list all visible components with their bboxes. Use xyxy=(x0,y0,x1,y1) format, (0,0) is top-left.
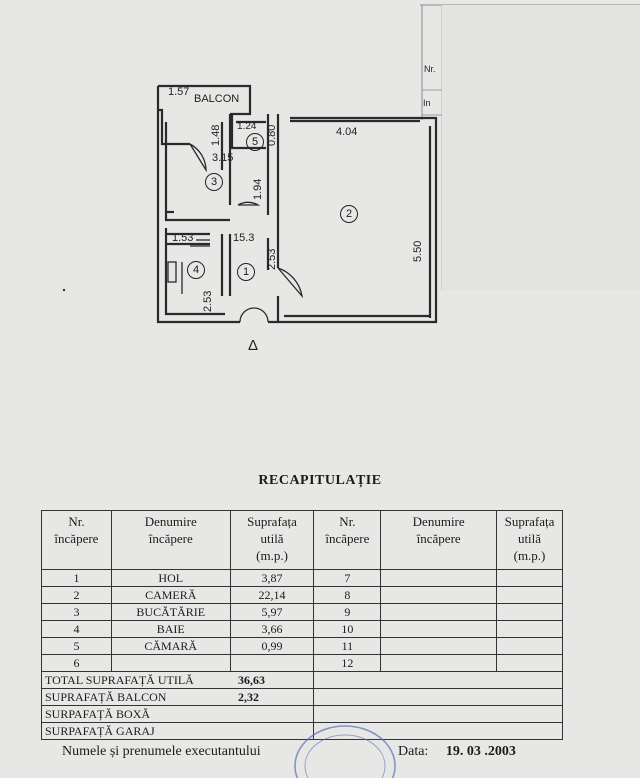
total-utila-value: 36,63 xyxy=(238,672,265,687)
row-name-2 xyxy=(380,603,497,621)
row-nr: 5 xyxy=(41,637,112,655)
row-nr-2: 9 xyxy=(313,603,382,621)
row-area-2 xyxy=(496,654,563,672)
date-value: 19. 03 .2003 xyxy=(445,744,516,759)
dim-3-15: 3.15 xyxy=(212,152,234,164)
balcon-value: 2,32 xyxy=(238,689,259,704)
header-nr-2: Nr. încăpere xyxy=(313,510,382,570)
corner-nr-label: Nr. xyxy=(424,64,436,74)
table-row: 4 BAIE 3,66 10 xyxy=(41,620,563,638)
row-area-2 xyxy=(496,569,563,587)
garaj-row: SURPAFAȚĂ GARAJ xyxy=(40,722,563,740)
total-utila-row: TOTAL SUPRAFAȚĂ UTILĂ 36,63 xyxy=(40,671,563,689)
row-area: 0,99 xyxy=(229,637,315,655)
row-name: BUCĂTĂRIE xyxy=(110,603,231,621)
row-area: 3,66 xyxy=(229,620,315,638)
row-area: 5,97 xyxy=(229,603,315,621)
balcon-row: SUPRAFAȚĂ BALCON 2,32 xyxy=(40,688,563,706)
balcony-length-label: 1.57 xyxy=(168,86,190,98)
table-row: 3 BUCĂTĂRIE 5,97 9 xyxy=(41,603,563,621)
dim-1-94: 1.94 xyxy=(252,178,264,200)
row-nr-2: 11 xyxy=(313,637,382,655)
table-row: 2 CAMERĂ 22,14 8 xyxy=(41,586,563,604)
row-area: 3,87 xyxy=(229,569,315,587)
row-nr: 1 xyxy=(41,569,112,587)
header-suprafata-2: Suprafața utilă (m.p.) xyxy=(496,510,563,570)
room-number-4: 4 xyxy=(187,261,205,279)
row-area-2 xyxy=(496,603,563,621)
row-nr-2: 12 xyxy=(313,654,382,672)
dim-5-50: 5.50 xyxy=(412,240,424,262)
dim-1-48: 1.48 xyxy=(210,124,222,146)
dim-2-53-bath: 2.53 xyxy=(202,290,214,312)
header-denumire: Denumire încăpere xyxy=(110,510,231,570)
room-number-3: 3 xyxy=(205,173,223,191)
row-name: CAMERĂ xyxy=(110,586,231,604)
row-nr-2: 8 xyxy=(313,586,382,604)
entrance-marker: Δ xyxy=(248,337,258,354)
boxa-label: SURPAFAȚĂ BOXĂ xyxy=(40,705,315,723)
row-nr-2: 10 xyxy=(313,620,382,638)
balcony-label: BALCON xyxy=(194,93,240,105)
row-area-2 xyxy=(496,586,563,604)
table-row: 1 HOL 3,87 7 xyxy=(41,569,563,587)
row-nr-2: 7 xyxy=(313,569,382,587)
dim-4-04: 4.04 xyxy=(336,126,358,138)
corner-in-label: In xyxy=(423,98,431,108)
total-utila-label: TOTAL SUPRAFAȚĂ UTILĂ xyxy=(45,672,194,687)
row-name-2 xyxy=(380,654,497,672)
table-row: 6 12 xyxy=(41,654,563,672)
row-name-2 xyxy=(380,620,497,638)
recap-table: Nr. încăpere Denumire încăpere Suprafața… xyxy=(40,510,563,740)
executant-label: Numele și prenumele executantului xyxy=(62,744,261,759)
row-nr: 2 xyxy=(41,586,112,604)
dim-1-24: 1.24 xyxy=(237,121,257,132)
boxa-row: SURPAFAȚĂ BOXĂ xyxy=(40,705,563,723)
header-nr: Nr. încăpere xyxy=(41,510,112,570)
floor-plan: Δ xyxy=(62,84,438,354)
corner-grid xyxy=(420,4,640,290)
row-name-2 xyxy=(380,569,497,587)
dim-0-80: 0.80 xyxy=(266,124,278,146)
table-header-row: Nr. încăpere Denumire încăpere Suprafața… xyxy=(41,510,563,570)
row-area xyxy=(229,654,315,672)
row-nr: 3 xyxy=(41,603,112,621)
header-denumire-2: Denumire încăpere xyxy=(380,510,497,570)
dim-15-3: 15.3 xyxy=(233,232,255,244)
garaj-label: SURPAFAȚĂ GARAJ xyxy=(40,722,315,740)
row-name: BAIE xyxy=(110,620,231,638)
date-field: Data: 19. 03 .2003 xyxy=(398,744,516,760)
row-name xyxy=(110,654,231,672)
dim-1-53: 1.53 xyxy=(172,232,194,244)
room-number-5: 5 xyxy=(246,133,264,151)
row-nr: 4 xyxy=(41,620,112,638)
row-area: 22,14 xyxy=(229,586,315,604)
room-number-1: 1 xyxy=(237,263,255,281)
row-name-2 xyxy=(380,586,497,604)
dim-2-53-vertical: 2.53 xyxy=(266,248,278,270)
official-stamp xyxy=(294,725,396,778)
row-name: HOL xyxy=(110,569,231,587)
recap-title: RECAPITULAȚIE xyxy=(258,473,382,488)
table-row: 5 CĂMARĂ 0,99 11 xyxy=(41,637,563,655)
date-label: Data: xyxy=(398,744,429,759)
room-number-2: 2 xyxy=(340,205,358,223)
row-area-2 xyxy=(496,637,563,655)
row-name-2 xyxy=(380,637,497,655)
balcon-label: SUPRAFAȚĂ BALCON xyxy=(45,689,167,704)
row-name: CĂMARĂ xyxy=(110,637,231,655)
header-suprafata: Suprafața utilă (m.p.) xyxy=(229,510,315,570)
row-area-2 xyxy=(496,620,563,638)
row-nr: 6 xyxy=(41,654,112,672)
